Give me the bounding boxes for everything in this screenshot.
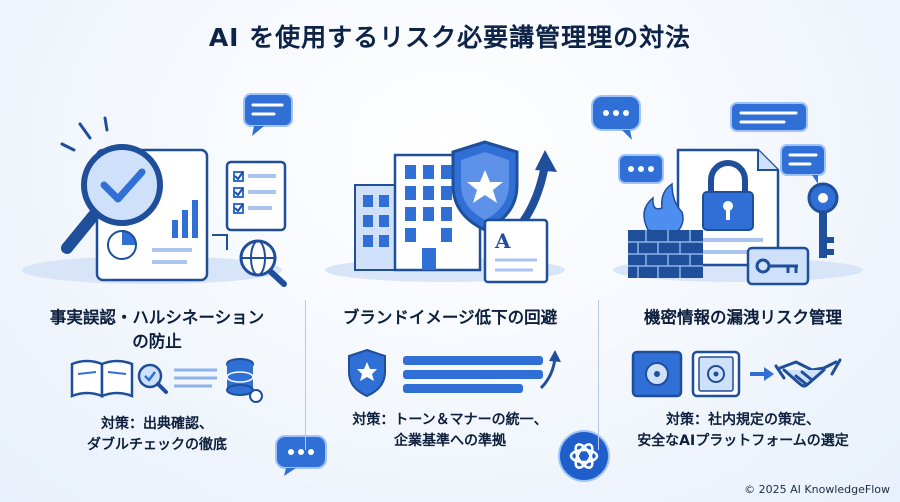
chat-dots-icon — [618, 154, 664, 184]
search-icon — [137, 363, 168, 394]
handshake-icon — [774, 358, 842, 388]
arrow-right-icon — [750, 367, 774, 381]
letter-a-glyph: A — [494, 229, 511, 253]
safe-icon — [631, 350, 683, 398]
column-heading: 機密情報の漏洩リスク管理 — [644, 308, 842, 327]
countermeasure-text: 対策：社内規定の策定、 安全なAIプラットフォームの選定 — [637, 412, 849, 449]
column-hallucination: 事実誤認・ハルシネーション の防止 対策：出典確認、 ダブルチェックの徹底 — [12, 80, 302, 490]
ai-knot-icon — [558, 430, 610, 482]
safe-icon — [691, 350, 741, 398]
column-divider — [598, 300, 599, 450]
page-title: AI を使用するリスク必要講管理理の対法 — [208, 23, 692, 52]
brand-illustration: A — [325, 140, 565, 284]
countermeasure-text: 対策：トーン＆マナーの統一、 企業基準への準拠 — [352, 412, 548, 449]
chat-dots-icon — [591, 95, 641, 140]
trend-arrow-icon — [539, 350, 561, 390]
brand-tone-icons — [348, 348, 561, 398]
book-icon — [70, 359, 134, 398]
column-confidential-info: 機密情報の漏洩リスク管理 対策：社内規定の策定、 安全なAIプラットフォームの選… — [598, 80, 888, 490]
hallucination-illustration — [22, 116, 287, 287]
column-divider — [305, 300, 306, 450]
security-illustration — [613, 148, 863, 286]
chat-dots-icon — [275, 435, 327, 476]
column-heading: ブランドイメージ低下の回避 — [342, 308, 558, 327]
column-brand-image: A ブランドイメージ低下の回避 対策：トーン＆マナーの統一、 企業基準への準拠 — [305, 80, 595, 490]
security-policy-icons — [631, 350, 842, 398]
countermeasure-text: 対策：出典確認、 ダブルチェックの徹底 — [87, 416, 227, 453]
chat-bubble-icon — [730, 102, 808, 132]
fact-check-icons — [70, 358, 263, 403]
database-link-icon — [226, 358, 263, 403]
chat-bubble-icon — [243, 93, 293, 136]
shield-star-icon — [348, 348, 386, 398]
column-heading: 事実誤認・ハルシネーション の防止 — [49, 308, 265, 351]
chat-bubble-icon — [780, 144, 826, 184]
copyright-text: © 2025 AI KnowledgeFlow — [744, 483, 890, 496]
